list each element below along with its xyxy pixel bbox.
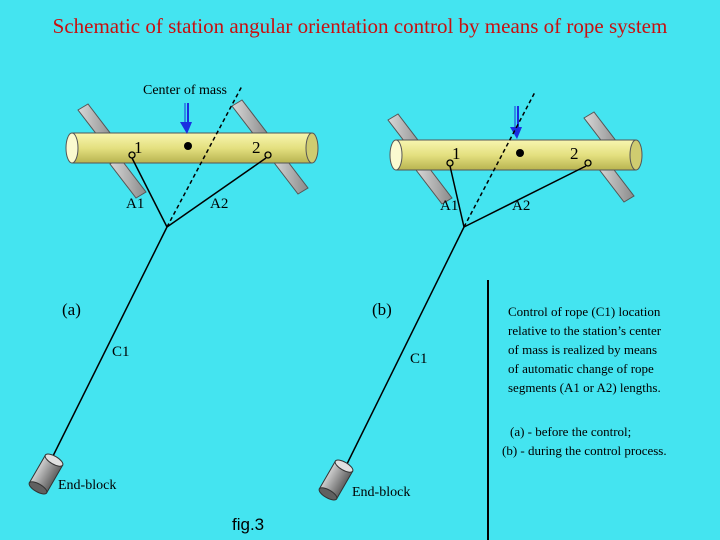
label-point-2-a: 2	[252, 138, 261, 157]
legend-line-b: (b) - during the control process.	[502, 443, 667, 458]
label-point-1-b: 1	[452, 144, 461, 163]
rope-a2-b	[463, 165, 587, 228]
axis-dashed-b	[463, 91, 536, 228]
control-note-line: segments (A1 or A2) lengths.	[508, 380, 661, 395]
rope-a1-a	[131, 157, 168, 228]
label-point-2-b: 2	[570, 144, 579, 163]
end-block-b	[318, 459, 354, 501]
attach-point-2-b	[584, 159, 592, 167]
center-of-mass-dot-a	[184, 142, 192, 150]
divider-line	[487, 280, 489, 540]
rope-a2-a	[166, 157, 267, 228]
legend-line-a: (a) - before the control;	[510, 424, 632, 439]
legend-note: (a) - before the control; (b) - during t…	[502, 422, 667, 460]
label-end-block-b: End-block	[352, 485, 411, 500]
station-b	[318, 91, 643, 501]
control-note: Control of rope (C1) location relative t…	[508, 302, 661, 397]
page-title: Schematic of station angular orientation…	[52, 14, 668, 38]
control-note-line: relative to the station’s center	[508, 323, 662, 338]
attach-point-2-a	[264, 151, 272, 159]
station-a-body	[71, 132, 313, 164]
rope-c1-b	[343, 226, 465, 471]
station-a	[28, 85, 319, 495]
rope-a1-b	[449, 165, 465, 228]
center-of-mass-arrow-b	[510, 106, 522, 139]
station-a-end-cap	[65, 132, 79, 164]
label-end-block-a: End-block	[58, 478, 117, 493]
label-panel-b: (b)	[372, 300, 392, 319]
label-a2-b: A2	[512, 198, 531, 214]
label-center-of-mass: Center of mass	[143, 83, 227, 98]
axis-dashed-a	[166, 85, 243, 228]
label-a2-a: A2	[210, 196, 229, 212]
station-b-body	[395, 139, 637, 171]
label-panel-a: (a)	[62, 300, 81, 319]
control-note-line: of mass is realized by means	[508, 342, 658, 357]
label-c1-b: C1	[410, 351, 428, 367]
center-of-mass-dot-b	[516, 149, 524, 157]
figure-caption: fig.3	[232, 515, 265, 534]
rope-c1-a	[49, 226, 168, 463]
label-a1-a: A1	[126, 196, 145, 212]
end-block-a	[28, 453, 64, 495]
label-point-1-a: 1	[134, 138, 143, 157]
control-note-line: Control of rope (C1) location	[508, 304, 661, 319]
solar-panel-a-lower-left	[109, 157, 147, 199]
station-b-end-cap	[389, 139, 403, 171]
label-a1-b: A1	[440, 198, 459, 214]
label-c1-a: C1	[112, 344, 130, 360]
center-of-mass-arrow-a	[180, 103, 192, 134]
control-note-line: of automatic change of rope	[508, 361, 654, 376]
